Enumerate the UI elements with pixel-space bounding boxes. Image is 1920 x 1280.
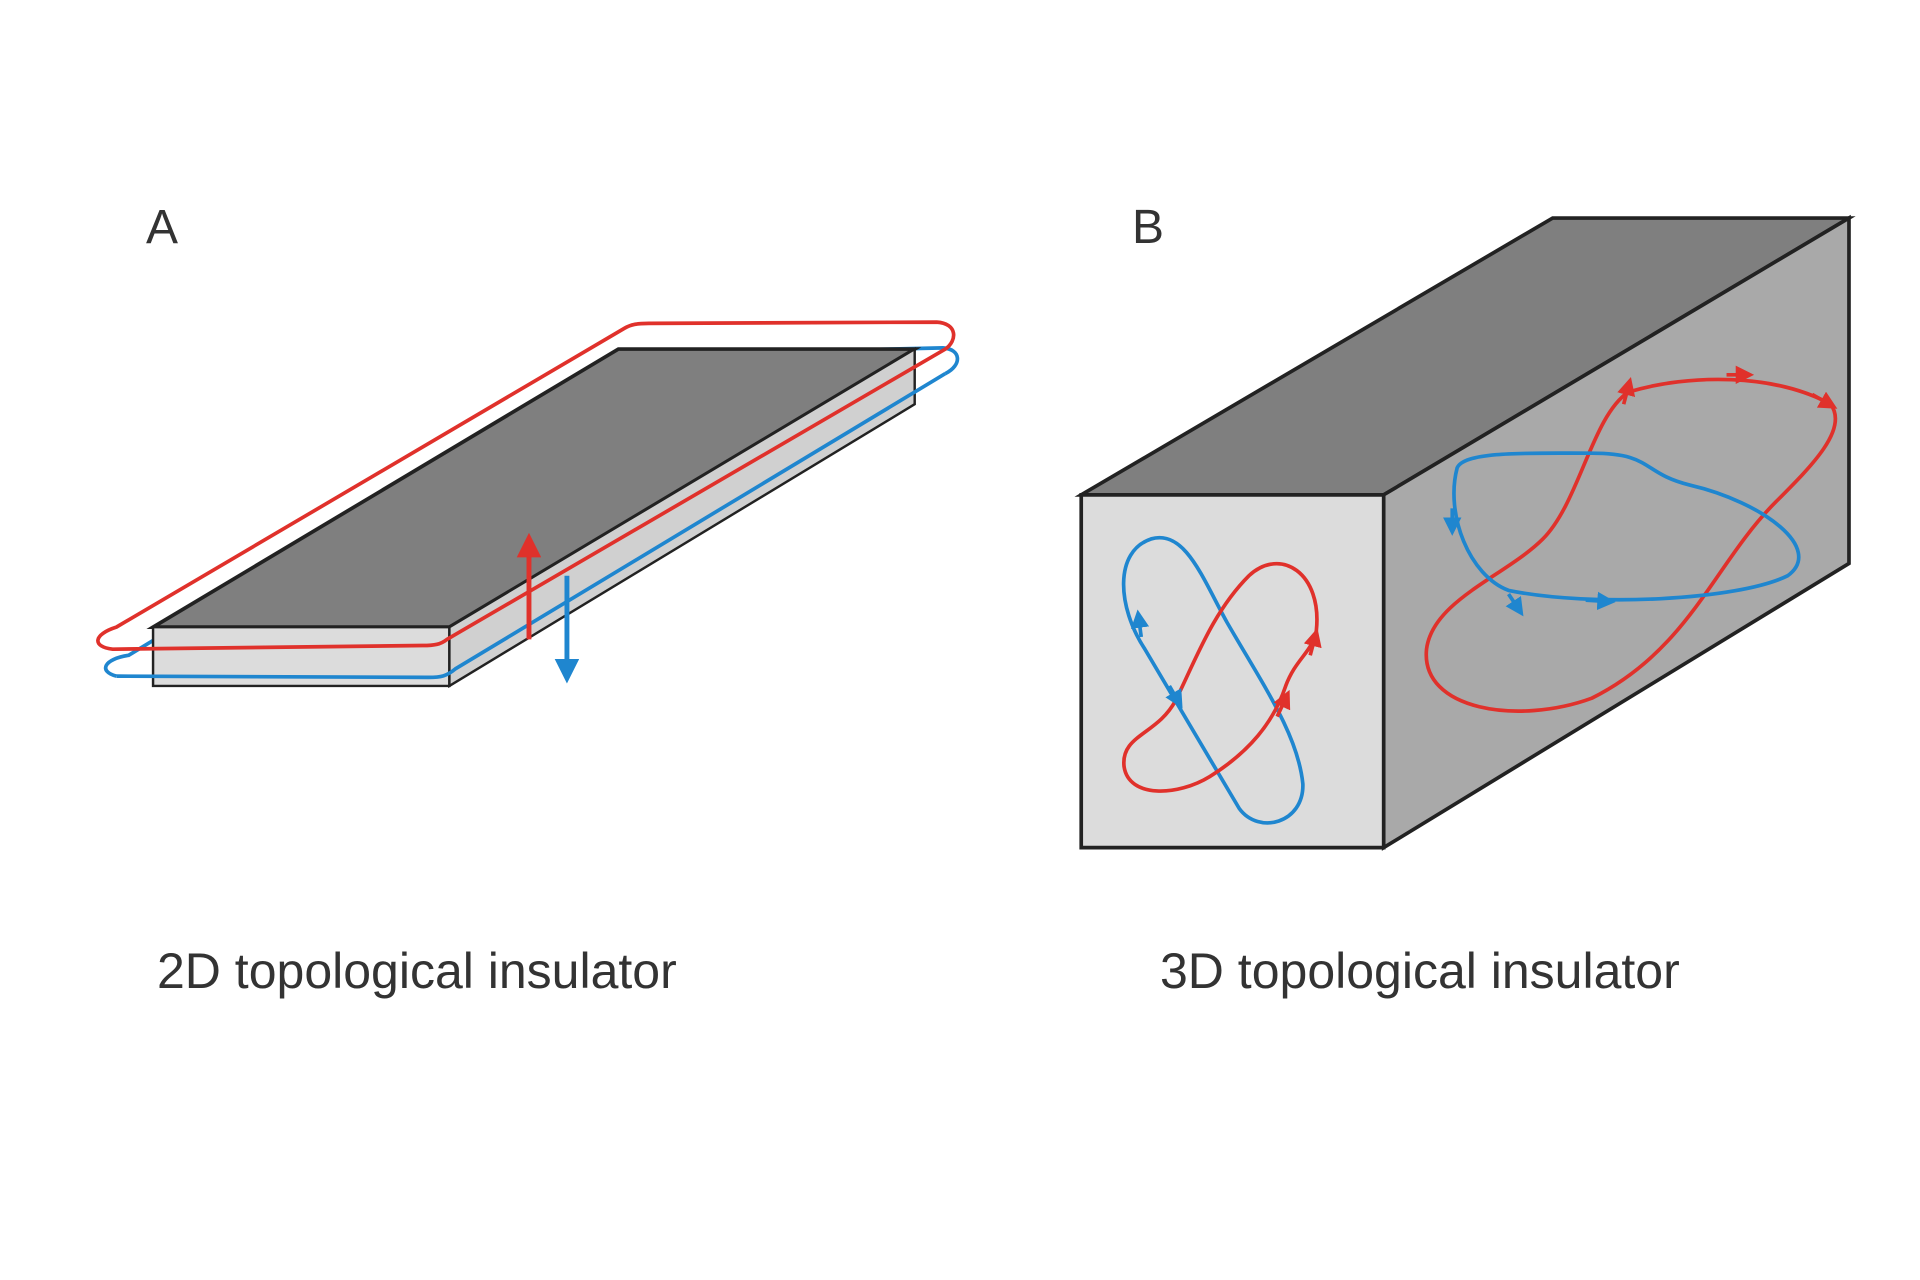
caption-2d: 2D topological insulator <box>157 943 677 999</box>
side-blue-surface-state <box>1452 451 1801 602</box>
panel-label-b: B <box>1132 201 1165 254</box>
caption-3d: 3D topological insulator <box>1160 943 1680 999</box>
panel-label-a: A <box>146 201 179 254</box>
front-blue-surface-state <box>1121 535 1305 825</box>
box-3d <box>1074 214 1856 851</box>
blue-edge-loop-front <box>116 372 947 680</box>
slab-2d <box>96 320 960 689</box>
red-edge-loop <box>96 320 956 652</box>
